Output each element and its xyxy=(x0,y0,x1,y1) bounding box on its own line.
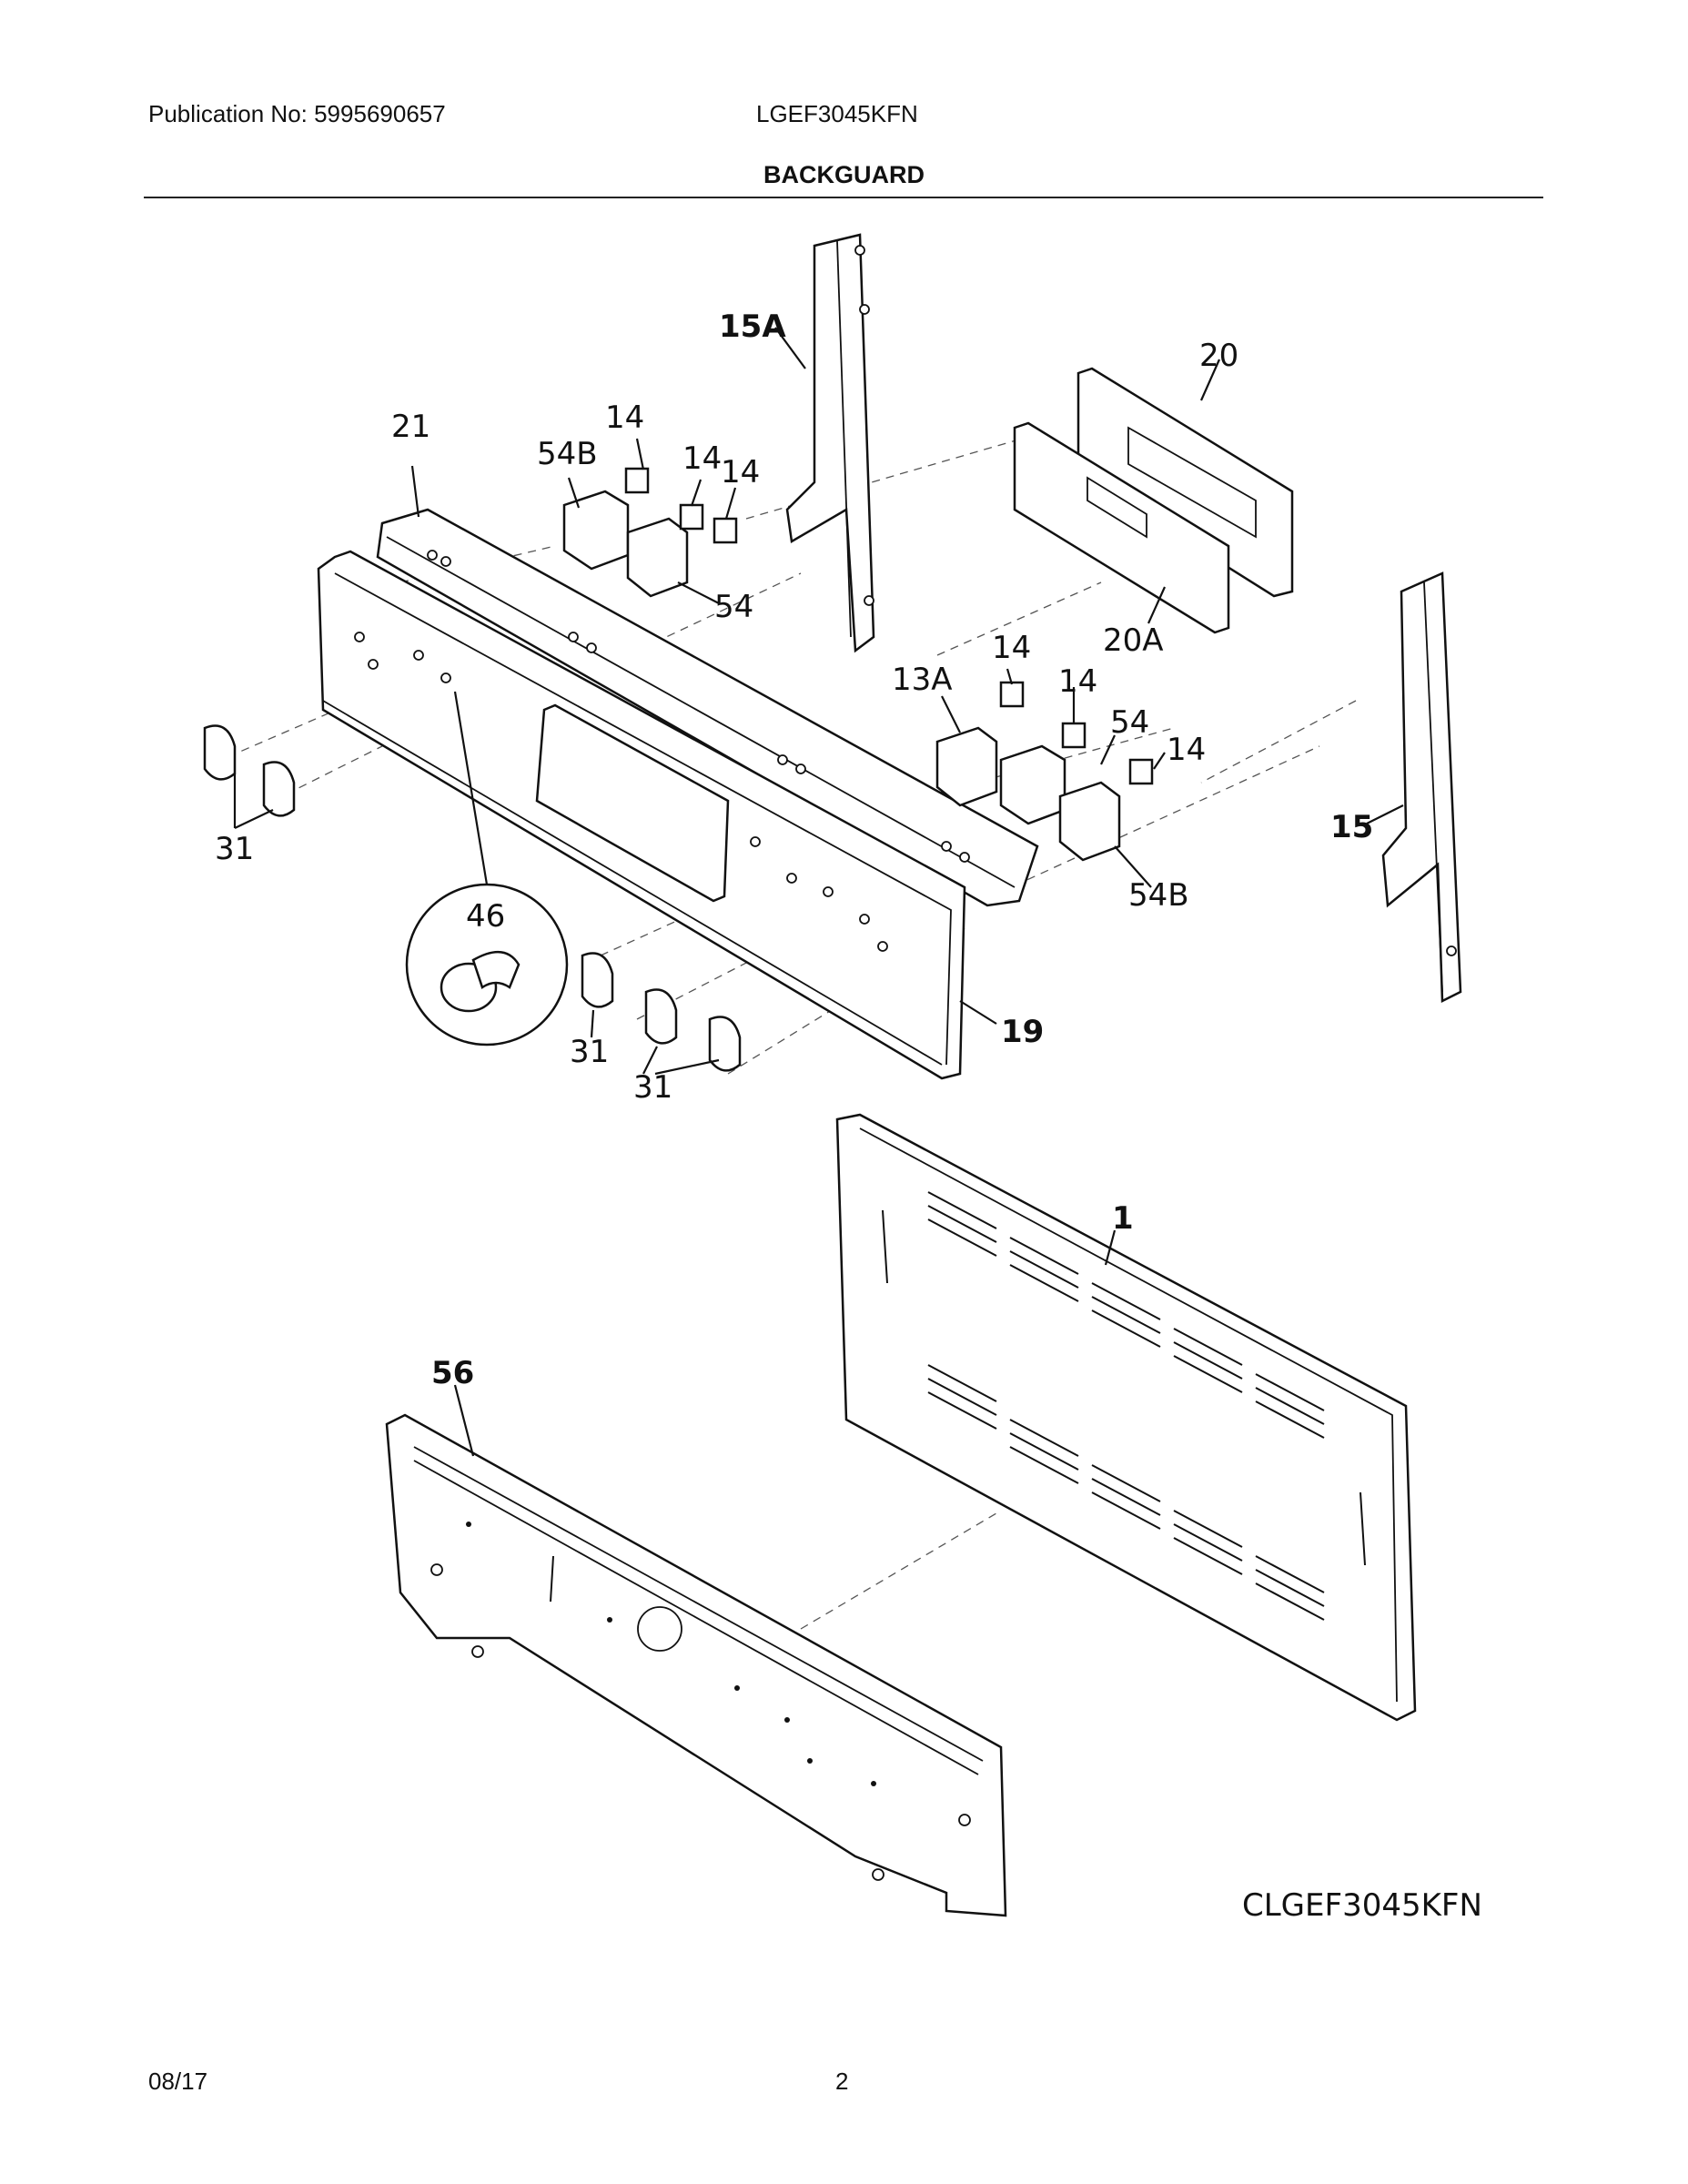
callout-13a: 13A xyxy=(892,662,953,698)
callout-15a: 15A xyxy=(719,308,786,345)
callout-31-c: 31 xyxy=(633,1069,672,1106)
infinite-switches xyxy=(562,490,1121,862)
vent-slots-upper xyxy=(927,1191,1325,1439)
part-15a-end-bracket xyxy=(785,233,875,653)
part-14-components xyxy=(624,467,1154,785)
diagram-code: CLGEF3045KFN xyxy=(1242,1887,1482,1924)
callout-leader-lines xyxy=(233,327,1404,1457)
callout-14-d: 14 xyxy=(992,630,1031,666)
callout-54-a: 54 xyxy=(714,589,753,625)
part-31-knobs xyxy=(203,724,742,1072)
part-19-control-panel-front xyxy=(317,550,966,1080)
callout-19: 19 xyxy=(1001,1014,1044,1050)
callout-54b-lower: 54B xyxy=(1128,877,1189,914)
callout-20: 20 xyxy=(1199,338,1238,374)
page-number: 2 xyxy=(835,2068,849,2095)
callout-1: 1 xyxy=(1112,1200,1134,1237)
callout-54-b: 54 xyxy=(1110,704,1149,741)
callout-14-e: 14 xyxy=(1058,663,1097,700)
part-20a-overlay xyxy=(1013,421,1230,634)
part-21-control-panel-rear xyxy=(376,508,1039,907)
callout-15: 15 xyxy=(1330,809,1373,845)
publication-date: 08/17 xyxy=(148,2068,208,2095)
callout-56: 56 xyxy=(431,1355,474,1391)
callout-46: 46 xyxy=(466,898,505,935)
callout-14-c: 14 xyxy=(721,454,760,490)
callout-31-a: 31 xyxy=(215,831,254,867)
callout-14-b: 14 xyxy=(682,440,722,477)
callout-20a: 20A xyxy=(1103,622,1164,659)
callout-21: 21 xyxy=(391,409,430,445)
model-number: LGEF3045KFN xyxy=(756,100,918,127)
callout-31-b: 31 xyxy=(570,1034,609,1070)
page-title: BACKGUARD xyxy=(763,161,925,188)
callout-14-f: 14 xyxy=(1167,732,1206,768)
part-1-back-panel xyxy=(835,1113,1417,1722)
header-divider xyxy=(144,197,1543,198)
publication-number: Publication No: 5995690657 xyxy=(148,100,446,127)
callout-14-a: 14 xyxy=(605,399,644,436)
part-56-lower-panel xyxy=(385,1413,1007,1917)
vent-slots-lower xyxy=(927,1364,1325,1621)
callout-54b-upper: 54B xyxy=(537,436,598,472)
part-15-end-bracket xyxy=(1381,571,1462,1003)
